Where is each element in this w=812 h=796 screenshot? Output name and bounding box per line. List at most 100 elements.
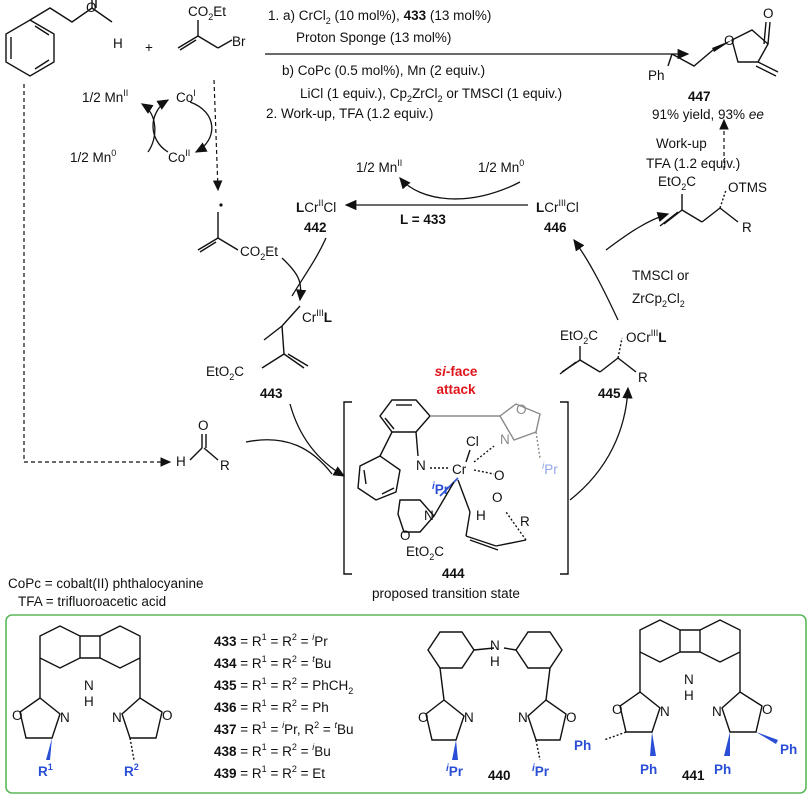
r-otms: R <box>742 220 752 235</box>
l-equals-433: L = 433 <box>400 212 446 227</box>
l441-h: H <box>684 688 694 703</box>
reaction-conditions: 1. a) CrCl2 (10 mol%), 433 (13 mol%) Pro… <box>265 8 690 121</box>
ts-o-carbonyl: O <box>492 490 503 505</box>
ligand-440-structure: N H O N N O iPr iPr 440 <box>418 631 577 783</box>
r2-label: R2 <box>124 762 139 779</box>
otms-label: OTMS <box>728 180 767 195</box>
ts-n-grey: N <box>500 432 510 447</box>
r1-label: R1 <box>38 762 53 779</box>
l441-n: N <box>684 672 694 687</box>
plus-sign: + <box>145 40 153 55</box>
rcho-r: R <box>220 458 230 473</box>
half-mn0-left: 1/2 Mn0 <box>70 148 116 165</box>
product-yield: 91% yield, 93% ee <box>652 107 764 122</box>
half-mn2-top: 1/2 MnII <box>82 88 128 105</box>
ligand-table: 433 = R1 = R2 = iPr 434 = R1 = R2 = tBu … <box>214 632 354 781</box>
l441-id: 441 <box>682 768 705 783</box>
lig-434: 434 = R1 = R2 = tBu <box>214 654 331 671</box>
ox-o-right: O <box>162 708 173 723</box>
workup-2: TFA (1.2 equiv.) <box>646 156 740 171</box>
aldehyde-h: H <box>113 36 123 51</box>
cond-step1b2: LiCl (1 equiv.), Cp2ZrCl2 or TMSCl (1 eq… <box>300 86 562 104</box>
r-445: R <box>638 370 648 385</box>
product-id: 447 <box>688 89 711 104</box>
bromine-label: Br <box>232 34 246 49</box>
radical-co2et: CO2Et <box>240 244 278 262</box>
ts-n-lower: N <box>424 508 434 523</box>
l440-ipr-right: iPr <box>532 763 550 779</box>
cr-cycle: 1/2 MnII 1/2 Mn0 L = 433 LCrIICl 442 LCr… <box>176 118 767 501</box>
lcr2cl: LCrIICl <box>296 198 336 215</box>
lig-437: 437 = R1 = iPr, R2 = tBu <box>214 720 354 737</box>
zrcp2cl2: ZrCp2Cl2 <box>632 291 685 309</box>
ts-o-grey: O <box>516 402 527 417</box>
cond-step1a: 1. a) CrCl2 (10 mol%), 433 (13 mol%) <box>268 8 491 26</box>
lactone-ring-o: O <box>724 33 735 48</box>
rcho-o: O <box>198 418 209 433</box>
l440-o-right: O <box>566 710 577 725</box>
ts-o-ald: O <box>494 468 505 483</box>
l441-ph-4: Ph <box>780 742 797 757</box>
ox-n-right: N <box>112 710 122 725</box>
ts-label: proposed transition state <box>372 586 520 601</box>
l440-n: N <box>490 638 500 653</box>
l440-ipr-left: iPr <box>446 763 464 779</box>
workup-1: Work-up <box>656 136 707 151</box>
ts-cr: Cr <box>452 462 467 477</box>
lactone-carbonyl-o: O <box>763 6 774 21</box>
tfa-note: TFA = trifluoroacetic acid <box>18 594 166 609</box>
hydrocinnamaldehyde-structure: O H <box>5 0 123 77</box>
transition-state-444: si-face attack N O N iPr Cl Cr O iPr N O <box>343 364 569 601</box>
l440-o-left: O <box>418 710 429 725</box>
product-447-structure: O O Ph 447 91% yield, 93% ee <box>648 6 779 122</box>
l441-ph-2: Ph <box>640 762 657 777</box>
half-mn0-cycle: 1/2 Mn0 <box>478 158 524 175</box>
ts-id: 444 <box>442 566 465 581</box>
rcho-h: H <box>176 454 186 469</box>
cond-sponge: Proton Sponge (13 mol%) <box>296 30 451 45</box>
l441-o-left: O <box>612 702 623 717</box>
ligand-441-structure: N H O N N O Ph Ph Ph Ph 441 <box>574 619 797 783</box>
si-face-label: si-face <box>435 364 478 379</box>
lig-433: 433 = R1 = R2 = iPr <box>214 632 328 649</box>
cobalt-cycle: 1/2 MnII CoI 1/2 Mn0 CoII <box>23 79 223 467</box>
ts-o-lower: O <box>400 528 411 543</box>
lig-438: 438 = R1 = R2 = iBu <box>214 742 331 759</box>
allyl-bromide-structure: CO2Et Br <box>177 4 246 51</box>
ox-n-left: N <box>60 710 70 725</box>
l441-o-right: O <box>762 702 773 717</box>
ts-cl: Cl <box>466 434 479 449</box>
carbazole-h: H <box>84 694 94 709</box>
half-mn2-cycle: 1/2 MnII <box>356 158 402 175</box>
ester-445: EtO2C <box>560 328 598 346</box>
ester-443: EtO2C <box>206 364 244 382</box>
co1-label: CoI <box>176 88 196 105</box>
ocr3l-445: OCrIIIL <box>626 328 667 345</box>
ts-r: R <box>520 514 530 529</box>
cr3l-443: CrIIIL <box>302 308 332 325</box>
l440-id: 440 <box>488 768 511 783</box>
carbazole-bisoxazoline-ligand: N H O N N O R1 R2 <box>12 625 173 779</box>
cond-step2: 2. Work-up, TFA (1.2 equiv.) <box>266 106 433 121</box>
ts-ipr-blue: iPr <box>432 481 450 497</box>
lig-435: 435 = R1 = R2 = PhCH2 <box>214 676 353 696</box>
l441-n-left: N <box>660 704 670 719</box>
ester-otms: EtO2C <box>658 174 696 192</box>
l440-n-left: N <box>464 710 474 725</box>
attack-label: attack <box>436 382 476 397</box>
lig-436: 436 = R1 = R2 = Ph <box>214 698 329 715</box>
l440-n-right: N <box>518 710 528 725</box>
id-443: 443 <box>260 386 283 401</box>
cond-step1b: b) CoPc (0.5 mol%), Mn (2 equiv.) <box>282 63 485 78</box>
co2-label: CoII <box>168 148 190 165</box>
carbazole-n: N <box>84 678 94 693</box>
l441-n-right: N <box>712 704 722 719</box>
id-446: 446 <box>544 220 567 235</box>
l441-ph-3: Ph <box>714 762 731 777</box>
tmscl-or: TMSCl or <box>632 268 690 283</box>
product-ph: Ph <box>648 68 665 83</box>
id-445: 445 <box>598 386 621 401</box>
lcr3cl: LCrIIICl <box>536 198 579 215</box>
ts-ester: EtO2C <box>406 544 444 562</box>
